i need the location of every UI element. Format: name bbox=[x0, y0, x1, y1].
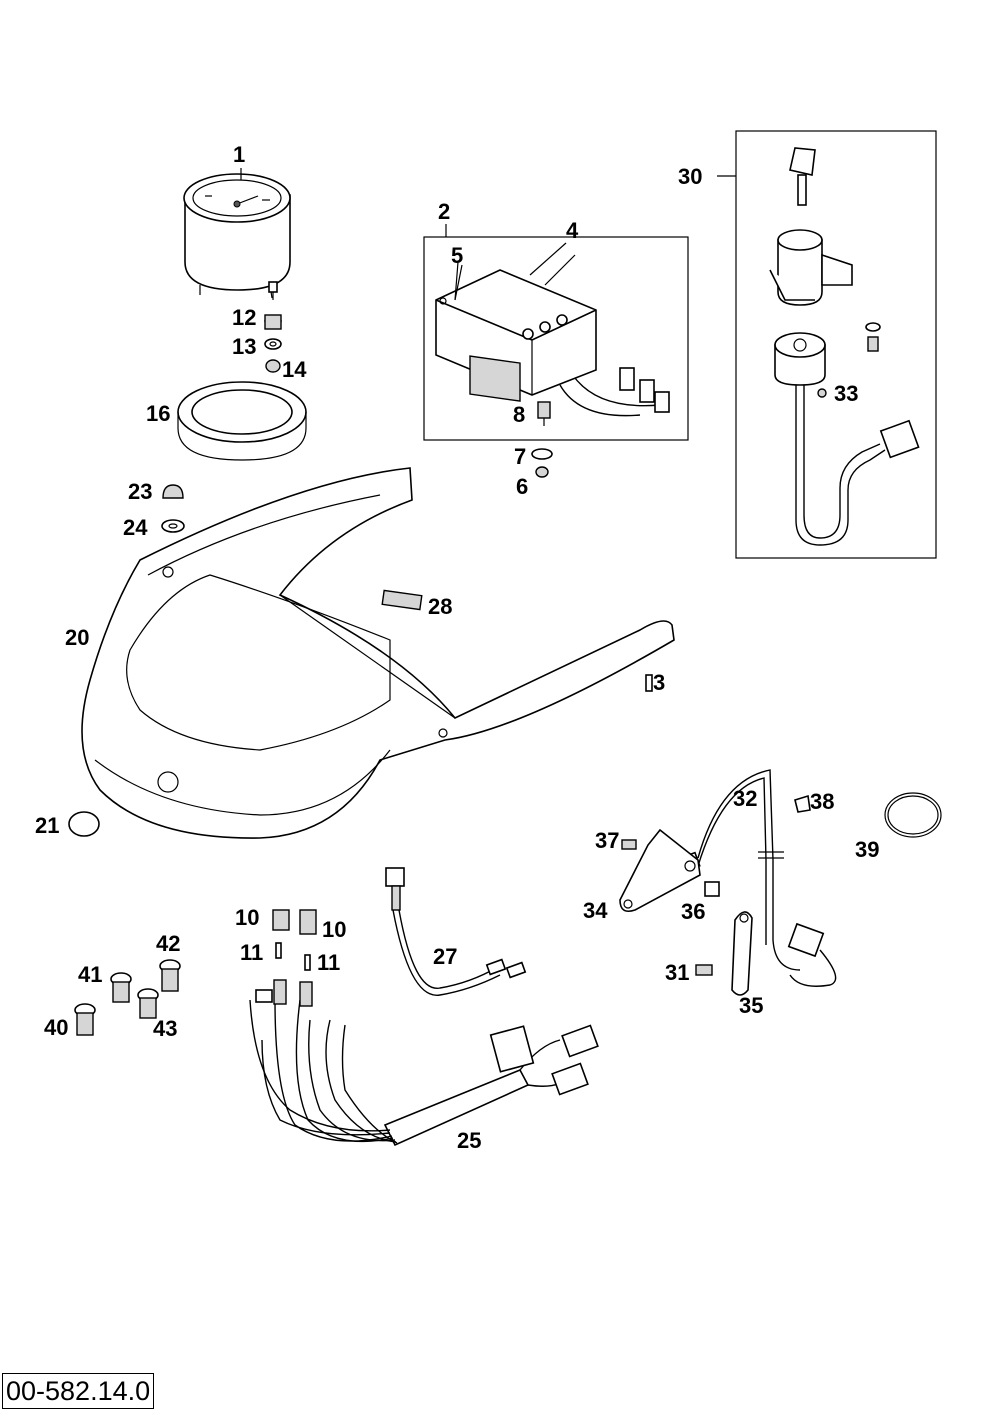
callout-11a: 11 bbox=[240, 940, 263, 965]
part-1-gauge bbox=[183, 173, 291, 300]
part-30-ignition-lock-box bbox=[717, 130, 937, 559]
callout-28: 28 bbox=[428, 594, 452, 619]
callout-35: 35 bbox=[739, 993, 763, 1018]
callout-36: 36 bbox=[681, 899, 705, 924]
leader-lines bbox=[240, 168, 567, 301]
callout-23: 23 bbox=[128, 479, 152, 504]
callout-labels: 1 2 3 4 5 6 7 8 10 10 11 11 12 13 14 16 … bbox=[35, 142, 879, 1153]
callout-3: 3 bbox=[653, 670, 665, 695]
callout-6: 6 bbox=[516, 474, 528, 499]
part-25-wiring-harness bbox=[249, 979, 599, 1147]
callout-37: 37 bbox=[595, 828, 619, 853]
part-2-display-unit-box bbox=[423, 224, 689, 441]
part-21-plug bbox=[68, 811, 100, 837]
callout-32: 32 bbox=[733, 786, 757, 811]
part-20-fairing bbox=[81, 467, 675, 839]
parts-40-43-indicator-lamps bbox=[74, 959, 181, 1036]
callout-4: 4 bbox=[566, 218, 579, 243]
callout-25: 25 bbox=[457, 1128, 481, 1153]
callout-24: 24 bbox=[123, 515, 148, 540]
callout-40: 40 bbox=[44, 1015, 68, 1040]
parts-10-11-bulbs-sockets bbox=[272, 909, 317, 971]
callout-31: 31 bbox=[665, 960, 689, 985]
callout-1: 1 bbox=[233, 142, 245, 167]
part-27-cable bbox=[385, 867, 527, 996]
callout-30: 30 bbox=[678, 164, 702, 189]
callout-16: 16 bbox=[146, 401, 170, 426]
callout-12: 12 bbox=[232, 305, 256, 330]
part-3-screw bbox=[645, 674, 653, 692]
diagram-reference-code: 00-582.14.0 bbox=[2, 1373, 155, 1409]
callout-38: 38 bbox=[810, 789, 834, 814]
callout-20: 20 bbox=[65, 625, 89, 650]
callout-10a: 10 bbox=[235, 905, 259, 930]
parts-32-38-39-sensor-cable bbox=[673, 769, 942, 987]
callout-2: 2 bbox=[438, 199, 450, 224]
callout-14: 14 bbox=[282, 357, 307, 382]
callout-33: 33 bbox=[834, 381, 858, 406]
callout-27: 27 bbox=[433, 944, 457, 969]
callout-8: 8 bbox=[513, 402, 525, 427]
parts-31-37-brackets bbox=[619, 828, 753, 996]
callout-42: 42 bbox=[156, 931, 180, 956]
callout-34: 34 bbox=[583, 898, 608, 923]
callout-11b: 11 bbox=[317, 950, 340, 975]
parts-12-14-hardware bbox=[264, 314, 282, 373]
parts-23-24-nut-washer bbox=[161, 484, 185, 533]
callout-7: 7 bbox=[514, 444, 526, 469]
callout-43: 43 bbox=[153, 1016, 177, 1041]
callout-21: 21 bbox=[35, 813, 59, 838]
callout-5: 5 bbox=[451, 243, 463, 268]
callout-41: 41 bbox=[78, 962, 102, 987]
part-28-badge bbox=[381, 589, 423, 611]
callout-10b: 10 bbox=[322, 917, 346, 942]
parts-6-7-washer-nut bbox=[531, 448, 553, 478]
callout-39: 39 bbox=[855, 837, 879, 862]
callout-13: 13 bbox=[232, 334, 256, 359]
part-16-ring bbox=[177, 381, 307, 461]
